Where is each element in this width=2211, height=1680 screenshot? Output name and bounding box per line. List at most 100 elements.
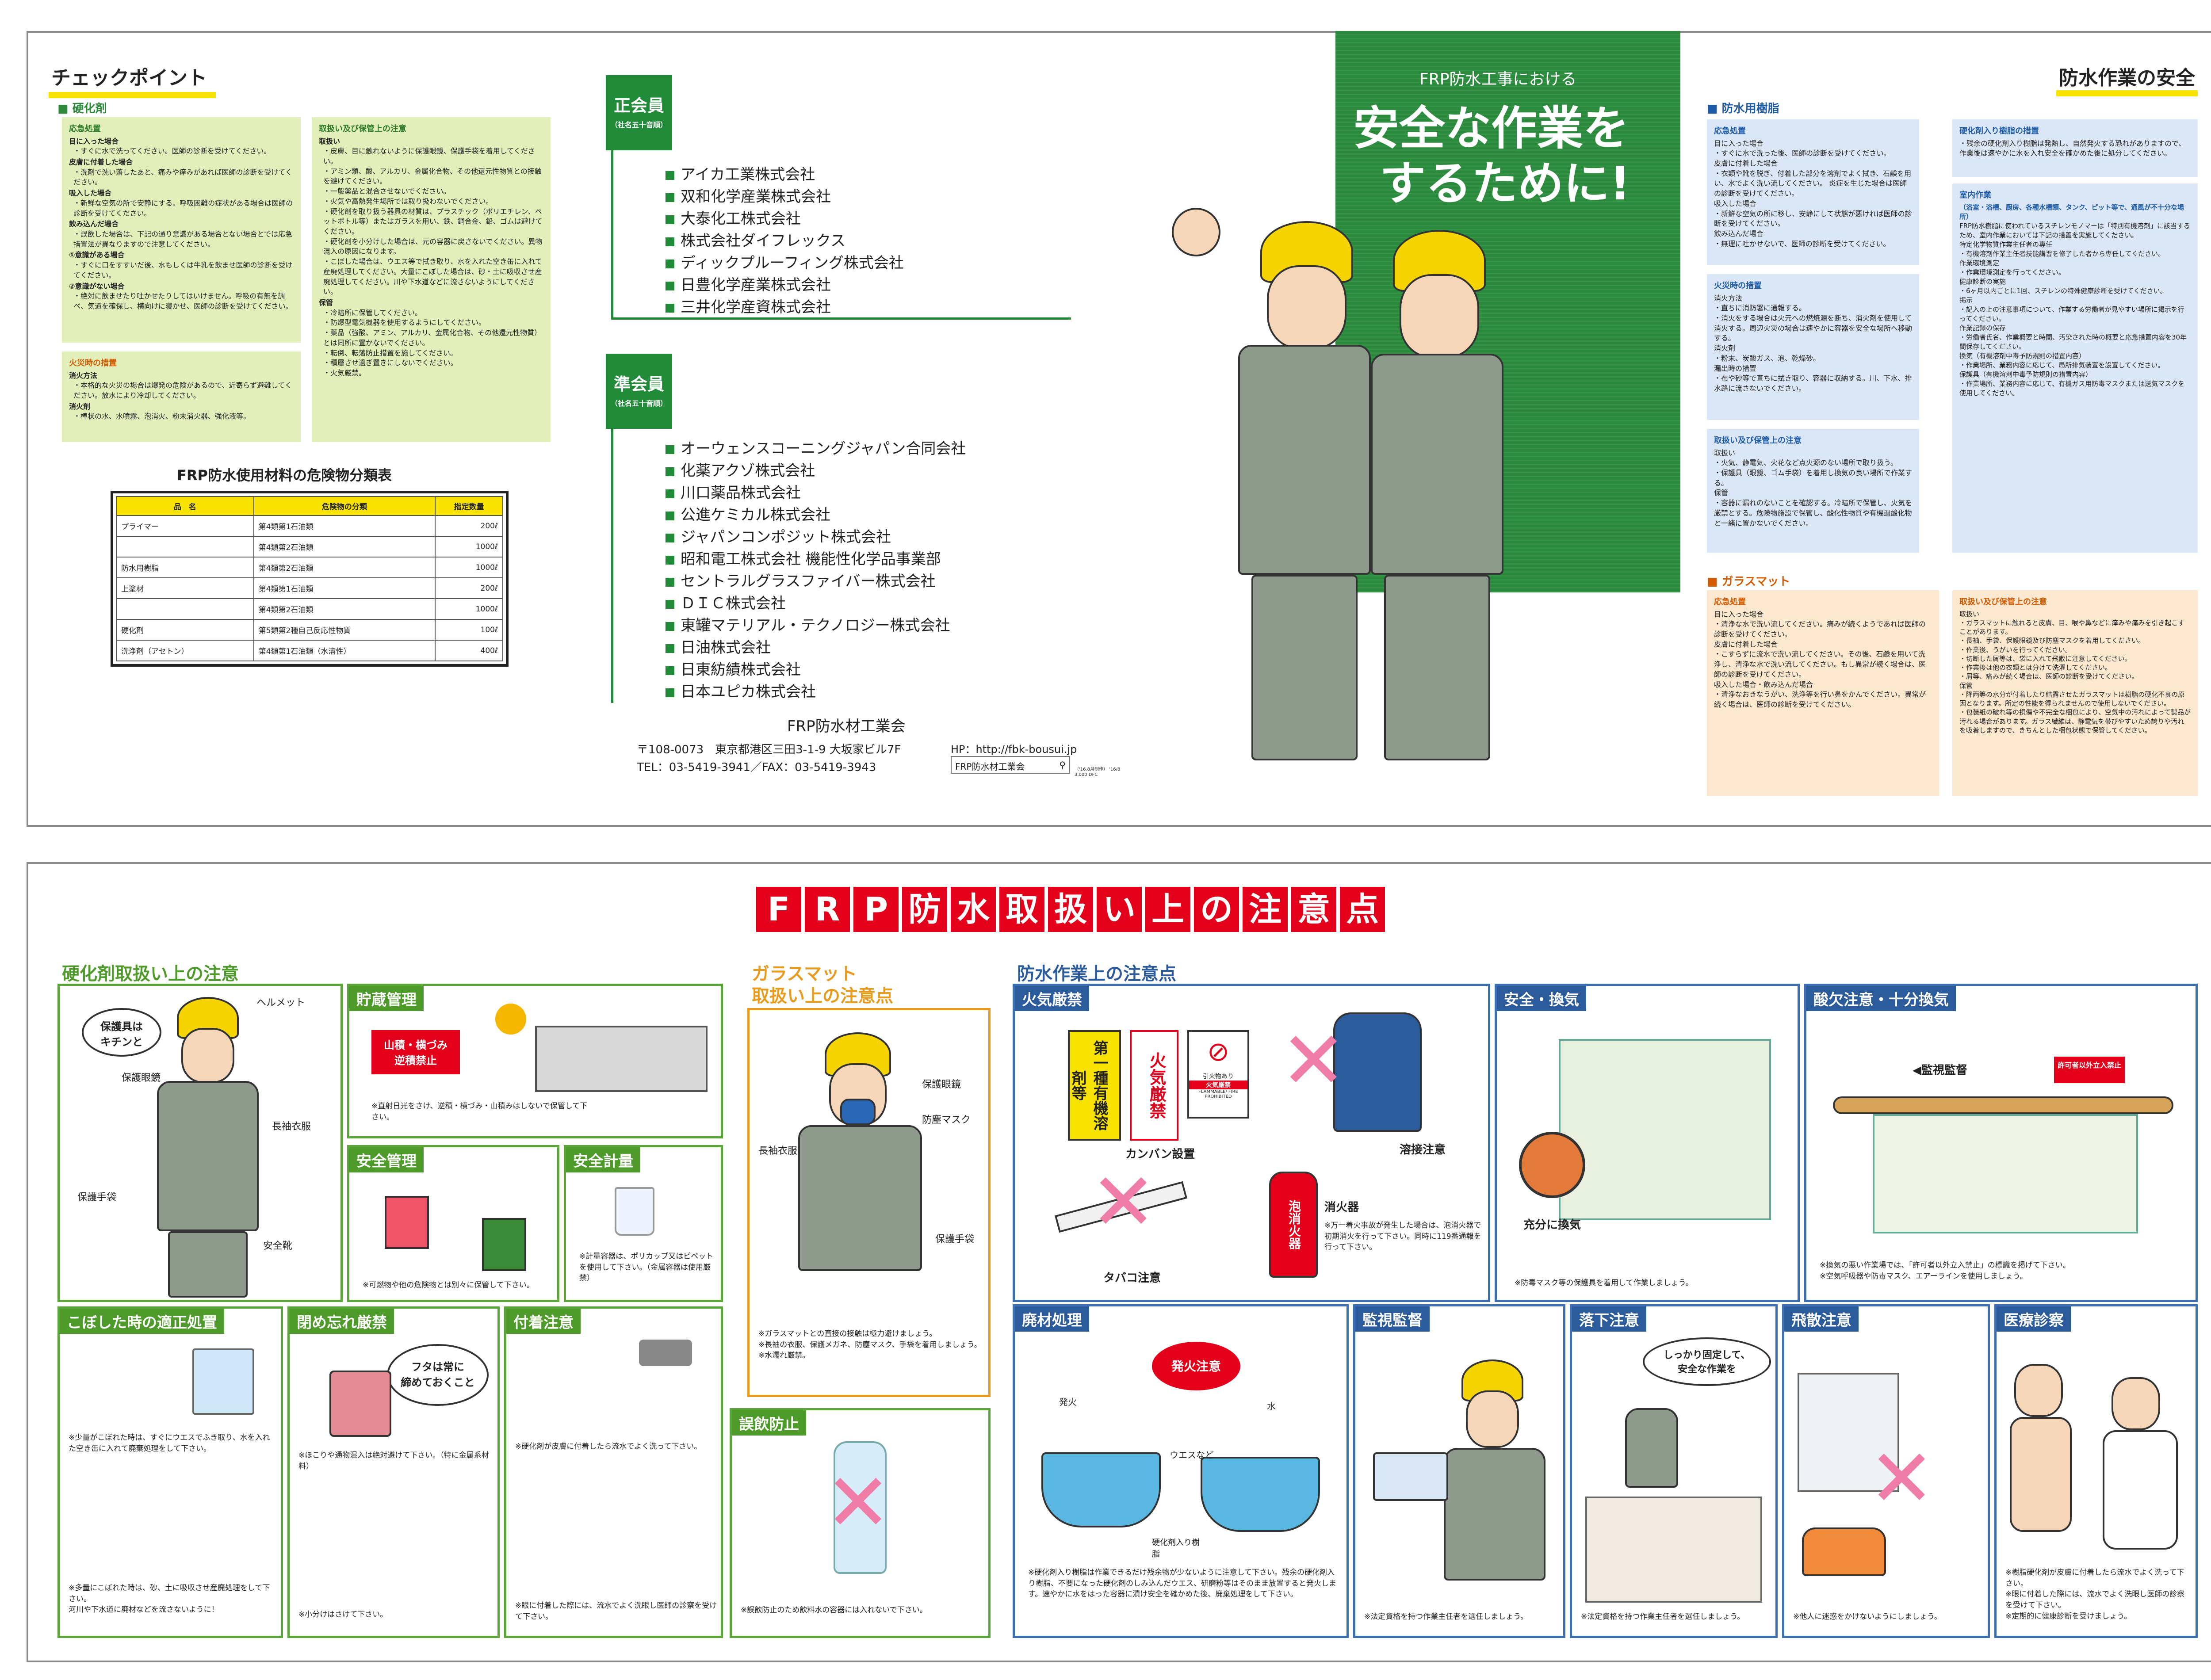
- box-sub: 保管: [319, 298, 333, 307]
- label-helmet: ヘルメット: [256, 997, 306, 1008]
- worker-body: [1444, 1448, 1545, 1581]
- medical-note: ※樹脂硬化剤が皮膚に付着したら流水でよく洗って下さい。 ※眼に付着した際には、流…: [2005, 1568, 2185, 1621]
- helmet-icon: [177, 997, 239, 1039]
- poster-title-char: 扱: [1048, 887, 1093, 932]
- prohibit-cross-icon: ✕: [1090, 1156, 1157, 1249]
- checkpoint-title: チェックポイント: [49, 62, 216, 98]
- box-sub: 消火剤: [69, 402, 91, 411]
- waste-fire-label: 発火: [1059, 1397, 1077, 1407]
- box-text: ・アミン類、酸、アルカリ、金属化合物、その他還元性物質との接触を避けてください。: [323, 167, 542, 186]
- resin-fire-box: 火災時の措置 消火方法 ・直ちに消防署に通報する。 ・消火をする場合は火元への燃…: [1707, 274, 1919, 420]
- hardener-poster-title: 硬化剤取扱い上の注意: [62, 964, 239, 984]
- waste-title: 廃材処理: [1015, 1306, 1089, 1332]
- waste-resin-label: 硬化剤入り樹脂: [1152, 1538, 1200, 1559]
- member-item: ＤＩＣ株式会社: [666, 592, 966, 615]
- poster-title-char: 意: [1291, 887, 1336, 932]
- faucet-icon: [639, 1340, 692, 1366]
- box-text: ・防爆型電気機器を使用するようにしてください。: [323, 318, 486, 327]
- worker-body: [1625, 1408, 1678, 1488]
- worker-face: [181, 1028, 234, 1083]
- resin-heading: ■ 防水用樹脂: [1707, 102, 1779, 115]
- hazard-cell: 100ℓ: [435, 619, 503, 641]
- work-poster-title: 防水作業上の注意点: [1017, 964, 1176, 984]
- spill-panel: こぼした時の適正処置 ※少量がこぼれた時は、すぐにウエスでふき取り、水を入れた空…: [57, 1306, 283, 1638]
- poster-title-char: P: [853, 887, 899, 932]
- member-item: 公進ケミカル株式会社: [666, 504, 966, 526]
- box-sub: ①意識がある場合: [69, 251, 125, 260]
- hero-line1: 安全な作業を: [1353, 101, 1630, 155]
- box-text: ・すぐに口をすすいだ後、水もしくは牛乳を飲ませ医師の診断を受けてください。: [73, 261, 293, 279]
- poster-title-char: 取: [999, 887, 1044, 932]
- org-search-box[interactable]: FRP防水材工業会 ⚲: [951, 756, 1070, 774]
- hazard-th-class: 危険物の分類: [253, 496, 436, 516]
- fire-note: ※万一着火事故が発生した場合は、泡消火器で初期消火を行って下さい。同時に119番…: [1324, 1221, 1481, 1252]
- resin-handling-box: 取扱い及び保管上の注意 取扱い ・火気、静電気、火花など点火源のない場所で取り扱…: [1707, 429, 1919, 553]
- oxygen-note: ※換気の悪い作業場では、「許可者以外立入禁止」の標識を掲げて下さい。 ※空気呼吸…: [1820, 1261, 2070, 1281]
- hazard-cell: プライマー: [116, 515, 254, 537]
- regular-member-tag: 正会員 （社名五十音順）: [606, 75, 672, 150]
- worker-body: [798, 1125, 922, 1271]
- box-text: ・絶対に飲ませたり吐かせたりしてはいけません。呼吸の有無を調べ、気道を確保し、横…: [73, 292, 293, 311]
- poster-title-char: R: [805, 887, 850, 932]
- hazard-cell: 第4類第2石油類: [253, 557, 436, 578]
- member-item: 川口薬品株式会社: [666, 482, 966, 504]
- hazard-cell: 1000ℓ: [435, 598, 503, 620]
- pit-icon: [1873, 1114, 2138, 1233]
- box-note: （浴室・浴槽、厨房、各種水槽類、タンク、ピット等で、通風が不十分な場所）: [1959, 203, 2184, 221]
- member-item: セントラルグラスファイバー株式会社: [666, 570, 966, 592]
- glass-poster-title-2: 取扱い上の注意点: [752, 986, 893, 1006]
- extinguisher-icon: 泡消火器: [1269, 1172, 1318, 1278]
- box-sub: 目に入った場合: [69, 137, 119, 145]
- respirator-icon: [840, 1099, 876, 1125]
- attach-title: 付着注意: [506, 1309, 581, 1334]
- label-goggles: 保護眼鏡: [122, 1073, 161, 1084]
- extinguisher-label: 消火器: [1324, 1201, 1359, 1214]
- bracket-line: [611, 429, 613, 703]
- label-sleeves: 長袖衣服: [272, 1121, 311, 1132]
- scatter-panel: 飛散注意 ✕ ※他人に迷惑をかけないようにしましょう。: [1782, 1304, 1990, 1638]
- poster-title-char: 注: [1243, 887, 1288, 932]
- member-item: 昭和電工株式会社 機能性化学品事業部: [666, 548, 966, 570]
- box-heading: 火災時の措置: [1714, 281, 1762, 290]
- label-gloves: 保護手袋: [77, 1192, 117, 1203]
- measure-panel: 安全計量 ※計量容器は、ポリカップ又はピペットを使用して下さい。（金属容器は使用…: [564, 1145, 723, 1302]
- helmet-icon: [1260, 221, 1353, 283]
- sign-no-fire: 火気厳禁: [1130, 1030, 1178, 1141]
- box-heading: 応急処置: [1714, 126, 1746, 136]
- spill-note-2: ※多量にこぼれた時は、砂、土に吸収させ産廃処理をして下さい。 河川や下水道に廃材…: [69, 1584, 270, 1615]
- medical-title: 医療診察: [1997, 1306, 2071, 1332]
- member-item: ジャパンコンポジット株式会社: [666, 526, 966, 548]
- close-note-2: ※小分けはさけて下さい。: [298, 1610, 388, 1619]
- hardener-figure-panel: 保護具は キチンと ヘルメット 保護眼鏡 長袖衣服 保護手袋 安全靴: [57, 984, 343, 1302]
- label-goggles: 保護眼鏡: [922, 1079, 961, 1090]
- box-text: 取扱い ・火気、静電気、火花など点火源のない場所で取り扱う。 ・保護具（眼鏡、ゴ…: [1714, 448, 1913, 527]
- sign-flammable-c: FLAMMABLE/ FIRE PROHIBITED: [1198, 1089, 1238, 1099]
- box-sub: 取扱い: [319, 137, 340, 145]
- member-item: 日本ユピカ株式会社: [666, 681, 966, 703]
- speech-bubble: 保護具は キチンと: [82, 1008, 161, 1057]
- associate-member-tag: 準会員 （社名五十音順）: [606, 354, 672, 429]
- associate-member-list: オーウェンスコーニングジャパン合同会社 化薬アクゾ株式会社 川口薬品株式会社 公…: [666, 438, 966, 703]
- waste-rag-label: ウエスなど: [1170, 1450, 1214, 1460]
- close-lid-panel: 閉め忘れ厳禁 フタは常に 締めておくこと ※ほこりや通物混入は絶対避けて下さい。…: [287, 1306, 500, 1638]
- box-sub: 飲み込んだ場合: [69, 220, 119, 229]
- regular-member-list: アイカ工業株式会社 双和化学産業株式会社 大泰化工株式会社 株式会社ダイフレック…: [666, 164, 904, 318]
- box-text: ・転倒、転落防止措置を施してください。: [323, 348, 458, 357]
- box-text: ・本格的な火災の場合は爆発の危険があるので、近寄らず避難してください。放水により…: [73, 381, 292, 400]
- hazard-cell: 第4類第2石油類: [253, 598, 436, 620]
- sign-flammable-a: 引火物あり: [1203, 1073, 1234, 1080]
- label-sleeves: 長袖衣服: [758, 1145, 798, 1157]
- workers-illustration: [1167, 208, 1548, 800]
- welder-icon: [1333, 1012, 1422, 1132]
- hardener-first-aid-box: 応急処置 目に入った場合 ・すぐに水で洗ってください。医師の診断を受けてください…: [62, 117, 301, 343]
- fall-title: 落下注意: [1572, 1306, 1646, 1332]
- regular-member-sub: （社名五十音順）: [610, 121, 667, 129]
- waste-water-label: 水: [1267, 1401, 1276, 1412]
- attach-note-2: ※眼に付着した際には、流水でよく洗眼し医師の診察を受けて下さい。: [515, 1601, 717, 1621]
- can-icon: [482, 1218, 526, 1271]
- member-item: オーウェンスコーニングジャパン合同会社: [666, 438, 966, 460]
- box-text: ・棒状の水、水噴霧、泡消火、粉末消火器、強化液等。: [73, 412, 251, 421]
- box-heading: 応急処置: [69, 124, 101, 134]
- box-text: 取扱い ・ガラスマットに触れると皮膚、目、喉や鼻などに痒みや痛みを引き起こすこと…: [1959, 610, 2191, 734]
- vent-note: ※防毒マスク等の保護具を着用して作業しましょう。: [1515, 1279, 1693, 1287]
